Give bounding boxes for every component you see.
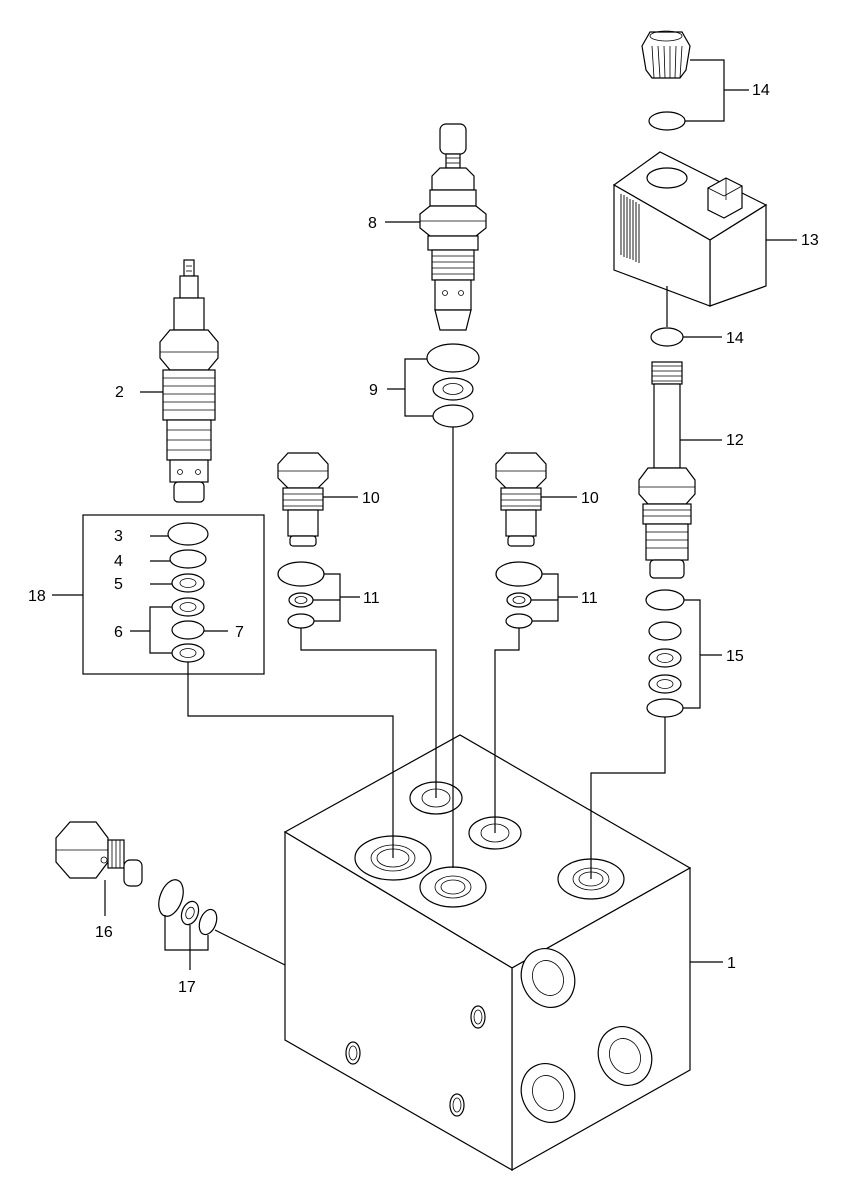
relief-valve-part-8 — [419, 123, 487, 331]
seal-kit-part-18 — [52, 514, 265, 675]
callout-10-right: 10 — [581, 490, 599, 507]
callout-12: 12 — [726, 432, 744, 449]
seals-part-9 — [387, 343, 480, 868]
valve-block-part-1 — [283, 734, 692, 1172]
seals-part-11-left — [277, 561, 437, 798]
seals-part-17 — [158, 879, 286, 970]
callout-9: 9 — [369, 382, 378, 399]
callout-4: 4 — [114, 553, 123, 570]
callout-5: 5 — [114, 576, 123, 593]
solenoid-cartridge-part-12 — [638, 361, 722, 579]
callout-11-right: 11 — [581, 590, 598, 607]
callout-16: 16 — [95, 924, 113, 941]
callout-8: 8 — [368, 215, 377, 232]
callout-7: 7 — [235, 624, 244, 641]
callout-10-left: 10 — [362, 490, 380, 507]
seals-part-15 — [590, 589, 722, 879]
callout-13: 13 — [801, 232, 819, 249]
callout-18: 18 — [28, 588, 46, 605]
solenoid-coil-part-13 — [612, 151, 797, 327]
callout-14-bottom: 14 — [726, 330, 744, 347]
washer-part-14-bottom — [650, 327, 722, 347]
callout-11-left: 11 — [363, 590, 380, 607]
callout-17: 17 — [178, 979, 196, 996]
plug-part-10-right — [495, 452, 547, 547]
callout-1: 1 — [727, 955, 736, 972]
cartridge-valve-part-2 — [159, 259, 219, 503]
callout-2: 2 — [115, 384, 124, 401]
callout-6: 6 — [114, 624, 123, 641]
callout-15: 15 — [726, 648, 744, 665]
callout-14-top: 14 — [752, 82, 770, 99]
seals-part-11-right — [494, 561, 578, 833]
nut-part-14-top — [641, 30, 749, 131]
callout-3: 3 — [114, 528, 123, 545]
plug-part-16 — [55, 821, 143, 916]
plug-part-10-left — [277, 452, 329, 547]
